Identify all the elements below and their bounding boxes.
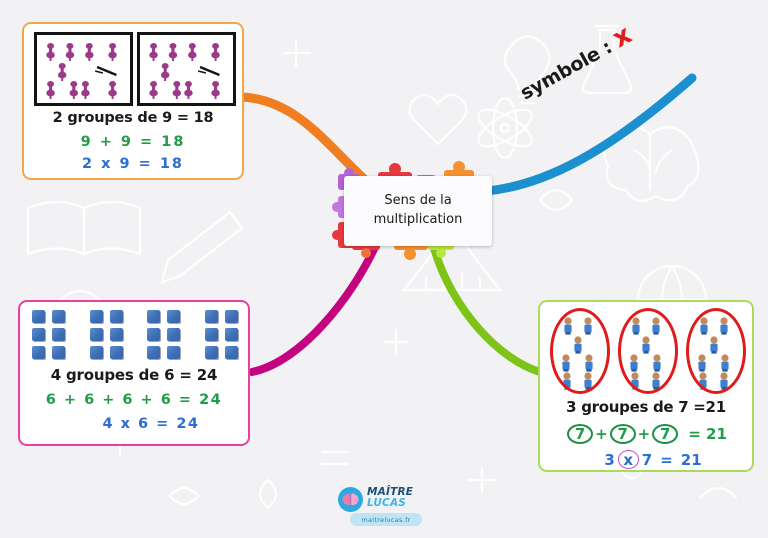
cube [167,310,181,323]
center-node-label: Sens de la multiplication [344,176,492,246]
cube [204,310,218,323]
red-ellipse [618,308,678,394]
cube-group [32,310,67,362]
cube [52,346,65,359]
cube [167,346,181,359]
cube [52,310,65,323]
logo-line-lucas: LUCAS [367,496,407,509]
cube [109,328,123,341]
cube [224,346,238,359]
addition-result: = 21 [688,425,727,443]
cube [224,310,238,323]
groups9-illustration [34,32,236,106]
cube [32,310,45,323]
groups7-multiplication: 3 x 7 = 21 [540,450,752,469]
groups9-multiplication: 2 x 9 = 18 [81,156,185,172]
groups9-figures-1 [46,43,117,99]
addition-operator: + [595,425,608,443]
cube-group [204,310,240,362]
mul-right-operand: 7 [641,450,653,469]
circled-term: 7 [652,424,679,444]
groups9-panel-2 [137,32,236,106]
footer-logo: MAÎTRE LUCAS maitrelucas.fr [336,486,436,530]
brain-glyph [342,493,359,506]
groups6-illustration [32,310,240,362]
logo-wordmark: MAÎTRE LUCAS [367,487,413,508]
groups7-title: 3 groupes de 7 =21 [566,398,726,416]
cube [32,346,45,359]
groups6-addition: 6 + 6 + 6 + 6 = 24 [45,392,223,408]
cube-group [89,310,125,362]
logo-site-pill: maitrelucas.fr [350,513,422,526]
cube [32,328,45,341]
cube [204,346,218,359]
cube [52,328,65,341]
addition-operator: + [637,425,651,443]
red-ellipse [550,308,610,394]
center-label-line2: multiplication [373,212,463,227]
symbole-prefix: symbole : [516,33,622,105]
card-groups-of-6: 4 groupes de 6 = 24 6 + 6 + 6 + 6 = 24 4… [18,300,250,446]
groups7-addition: 7 + 7 + 7 = 21 [546,424,748,444]
mul-left-operand: 3 [604,450,615,469]
cube [147,346,161,359]
logo-line-maitre: MAÎTRE [367,486,414,498]
brain-icon [338,487,363,512]
circled-term: 7 [567,424,594,444]
blue-branch [463,73,697,197]
groups9-panel-1 [34,32,133,106]
cube [147,328,161,341]
groups7-illustration [550,308,746,394]
cube [89,346,103,359]
circled-multiplication-operator: x [617,450,639,469]
symbole-label: symbole : x [514,20,637,106]
cube [167,328,181,341]
circled-term: 7 [609,424,636,444]
groups6-multiplication: 4 x 6 = 24 [102,416,200,432]
cube [109,310,123,323]
cube-group [147,310,182,362]
groups9-title: 2 groupes de 9 = 18 [52,110,214,126]
mul-result: 21 [680,450,702,469]
people-group [550,308,610,394]
red-ellipse [686,308,746,394]
cube [109,346,123,359]
people-group [618,308,678,394]
groups6-title: 4 groupes de 6 = 24 [50,366,218,384]
groups9-addition: 9 + 9 = 18 [80,134,186,150]
cube [224,328,238,341]
cube [204,328,218,341]
cube [89,328,103,341]
mul-equals: = [660,450,673,469]
card-groups-of-7: 3 groupes de 7 =21 7 + 7 + 7 = 21 3 x 7 … [538,300,754,472]
groups9-figures-2 [149,43,220,99]
center-label-line1: Sens de la [384,193,452,209]
cube [89,310,103,323]
cube [147,310,161,323]
card-groups-of-9: 2 groupes de 9 = 18 9 + 9 = 18 2 x 9 = 1… [22,22,244,180]
people-group [686,308,746,394]
